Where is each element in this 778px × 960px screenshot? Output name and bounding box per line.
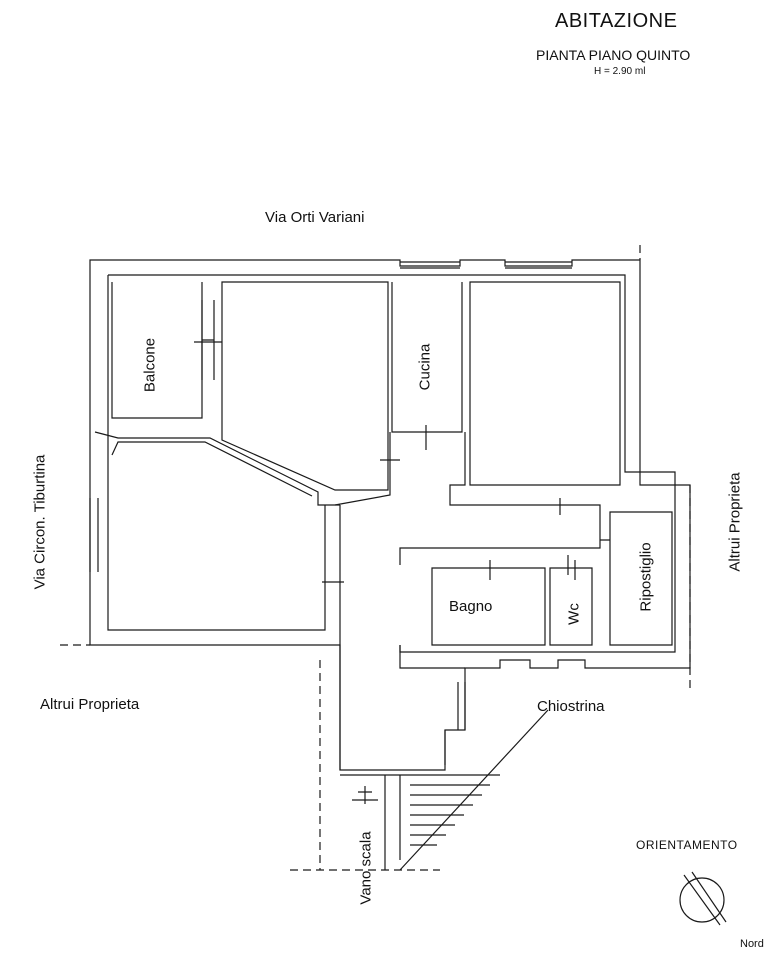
street-left-label: Via Circon. Tiburtina	[31, 454, 49, 590]
room-bagno-label: Bagno	[449, 598, 493, 615]
chiostrina-label: Chiostrina	[537, 698, 605, 715]
orientation-label: ORIENTAMENTO	[636, 838, 738, 852]
north-label: Nord	[740, 938, 764, 950]
lower-walls	[339, 505, 466, 770]
room-cucina-label: Cucina	[416, 343, 434, 391]
room-wc-label: Wc	[565, 603, 583, 625]
ripostiglio-walls	[609, 511, 673, 646]
compass-icon	[679, 871, 727, 926]
plan-subtitle: PIANTA PIANO QUINTO	[536, 47, 691, 63]
ceiling-height: H = 2.90 ml	[594, 66, 646, 77]
stair-label-word1: Vano	[357, 870, 375, 905]
room-top-right-walls	[469, 281, 621, 486]
room-balcone-label: Balcone	[141, 337, 159, 393]
room-top-left-walls	[221, 281, 389, 491]
diagonal-wall	[94, 431, 340, 506]
plan-title: ABITAZIONE	[555, 10, 678, 32]
stair-diagonal	[399, 709, 549, 871]
room-ripostiglio-label: Ripostiglio	[637, 542, 655, 612]
cucina-window	[400, 261, 460, 269]
corridor-walls	[334, 432, 601, 669]
stair-label-word2: scala	[357, 831, 375, 867]
street-top-label: Via Orti Variani	[265, 209, 365, 226]
stair-steps	[410, 784, 490, 846]
door-marks	[194, 341, 610, 583]
neighbor-right-label: Altrui Proprieta	[726, 472, 744, 572]
left-wall-inner	[107, 275, 326, 631]
bagno-walls	[431, 567, 546, 646]
diagonal-wall-inner	[111, 441, 313, 497]
wc-walls	[549, 567, 593, 646]
balcone-window	[201, 300, 215, 380]
neighbor-left-label: Altrui Proprieta	[40, 696, 140, 713]
property-boundary	[60, 245, 691, 871]
left-window	[89, 498, 99, 572]
stair-arrow	[352, 786, 378, 804]
cucina-walls	[391, 282, 463, 433]
stair-area	[340, 774, 500, 870]
room-right-window	[505, 261, 572, 269]
stair-label: Vano scala	[358, 831, 375, 904]
